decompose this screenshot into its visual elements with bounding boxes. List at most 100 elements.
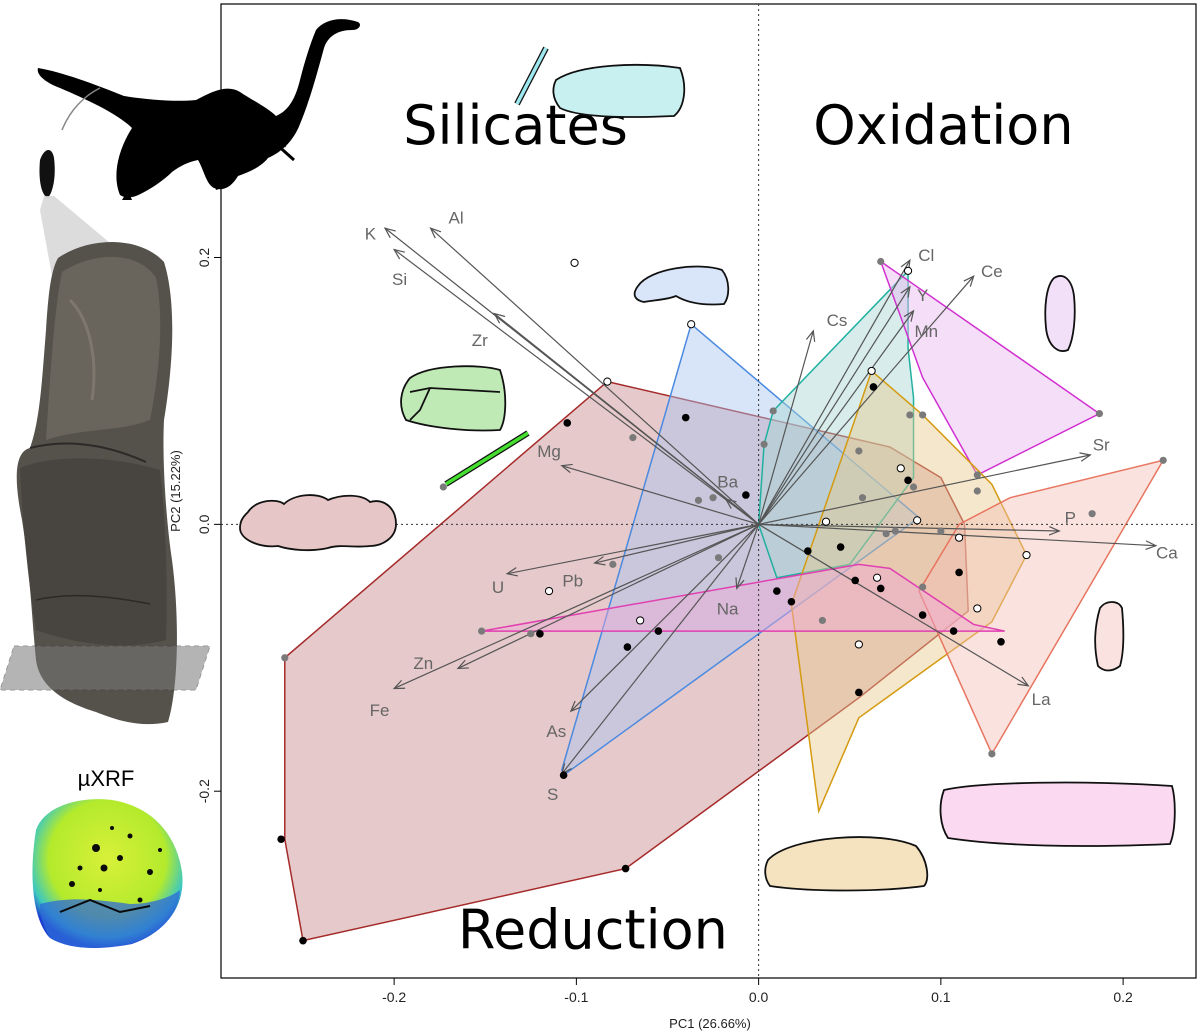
loading-arrowhead: [429, 227, 442, 239]
sample-point-black: [536, 629, 544, 638]
sample-point-grey: [629, 434, 637, 442]
loading-label-na: Na: [717, 599, 739, 618]
loading-arrow-pb: [593, 523, 759, 566]
sample-point-black: [851, 576, 860, 585]
y-tick-label: 0.0: [196, 514, 212, 534]
loading-arrow-fe: [392, 523, 759, 690]
loading-arrowhead: [569, 700, 582, 713]
loading-arrows: [383, 227, 1158, 776]
x-tick-label: 0.0: [749, 989, 769, 1005]
sample-point-grey: [906, 411, 914, 419]
sample-point-black: [836, 543, 845, 551]
sample-point-grey: [760, 440, 768, 448]
sample-point-white: [687, 320, 696, 329]
sample-point-grey: [858, 494, 867, 502]
sample-point-grey: [973, 487, 981, 495]
x-axis-label: PC1 (26.66%): [669, 1016, 751, 1031]
sample-point-grey: [1095, 410, 1104, 418]
loading-shaft: [507, 523, 759, 575]
loading-arrow-y: [758, 285, 911, 525]
loading-label-ba: Ba: [717, 473, 738, 492]
region-label-oxidation: Oxidation: [813, 94, 1073, 157]
loading-label-y: Y: [917, 286, 928, 305]
loading-shaft: [758, 330, 814, 525]
loading-arrow-na: [735, 524, 760, 590]
loading-arrowhead: [903, 309, 915, 322]
rod-outline-green-icon: [444, 430, 530, 487]
loading-shaft: [594, 523, 759, 564]
section-outline-blue-icon: [633, 265, 730, 306]
y-axis-ticks: -0.2 0.0 0.2: [196, 248, 221, 803]
loading-label-as: As: [546, 722, 566, 741]
sample-point-grey: [855, 447, 863, 455]
sample-point-grey: [877, 257, 885, 266]
region-label-reduction: Reduction: [458, 899, 728, 962]
sample-point-black: [621, 864, 630, 873]
sample-point-grey: [609, 560, 617, 568]
loading-label-al: Al: [449, 208, 464, 227]
loading-arrowhead: [560, 463, 573, 474]
sample-point-white: [636, 616, 645, 625]
sample-point-black: [955, 568, 963, 577]
loading-label-la: La: [1032, 690, 1051, 709]
loading-arrow-cs: [758, 329, 816, 525]
loading-arrowhead: [505, 567, 519, 577]
section-outline-cyan-icon: [552, 63, 686, 118]
sample-point-black: [299, 936, 307, 945]
sample-point-black: [277, 835, 285, 844]
sample-point-black: [559, 771, 568, 779]
loading-shaft: [758, 275, 975, 525]
x-tick-label: -0.1: [564, 989, 588, 1005]
sample-point-white: [603, 377, 612, 386]
x-tick-label: 0.1: [931, 989, 951, 1005]
section-outline-pink-icon: [939, 781, 1176, 847]
sample-point-grey: [714, 554, 723, 562]
loading-shaft: [758, 286, 911, 525]
y-tick-label: 0.2: [196, 248, 212, 268]
loading-label-k: K: [365, 224, 377, 243]
sample-point-grey: [709, 494, 717, 502]
loading-arrow-sr: [758, 452, 1092, 525]
loading-arrow-la: [758, 523, 1030, 687]
sample-point-grey: [937, 527, 945, 535]
loading-shaft: [758, 523, 1060, 532]
sample-point-black: [876, 584, 885, 593]
loading-arrowhead: [735, 577, 745, 590]
sample-point-grey: [478, 627, 486, 635]
loading-shaft: [393, 249, 759, 525]
sample-point-black: [787, 597, 796, 606]
loading-shaft: [758, 259, 911, 525]
loading-arrow-si: [392, 248, 759, 525]
loading-label-zn: Zn: [413, 654, 433, 673]
xrf-map-image: [32, 799, 183, 948]
loading-shaft: [758, 310, 915, 525]
loading-shaft: [561, 465, 759, 525]
loading-label-si: Si: [392, 270, 407, 289]
loading-shaft: [758, 454, 1091, 525]
loading-shaft: [430, 227, 760, 525]
loading-shaft: [457, 523, 759, 669]
loading-arrow-ce: [758, 275, 975, 525]
y-tick-label: -0.2: [196, 779, 212, 803]
sample-point-black: [623, 643, 632, 651]
hull-0: [284, 380, 969, 942]
tooth-connector-arc: [61, 87, 101, 131]
loading-arrow-as: [569, 523, 760, 713]
sample-point-grey: [281, 654, 289, 662]
sample-point-white: [973, 604, 982, 613]
loading-arrowhead: [724, 498, 737, 509]
tooth-small-icon: [39, 149, 55, 198]
rod-outline-cyan-icon: [514, 46, 549, 106]
loading-shaft: [758, 523, 1029, 687]
sample-point-white: [544, 586, 554, 596]
loading-label-sr: Sr: [1093, 435, 1110, 454]
section-outline-green-icon: [400, 365, 507, 432]
loading-arrowhead: [1017, 676, 1030, 687]
loading-shaft: [561, 523, 760, 775]
sample-point-grey: [973, 471, 981, 479]
loading-arrow-ba: [724, 498, 759, 525]
loading-arrow-p: [758, 523, 1061, 536]
loading-arrowhead: [493, 312, 506, 324]
loading-arrow-u: [505, 523, 759, 577]
loading-label-s: S: [547, 785, 558, 804]
